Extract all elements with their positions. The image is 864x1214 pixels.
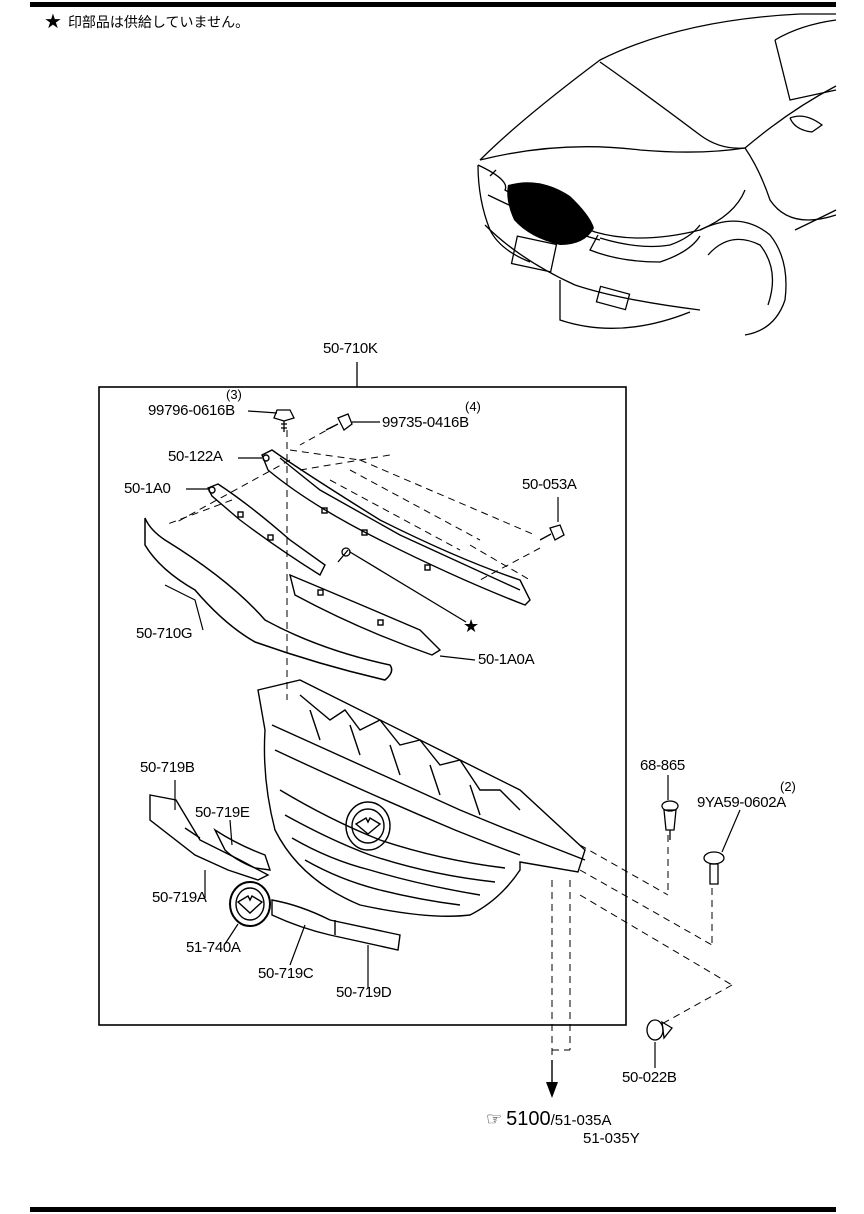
legend-note-text: 印部品は供給していません。	[67, 14, 250, 30]
assembly-frame	[98, 386, 627, 1026]
reference-sub2: 51-035Y	[583, 1130, 640, 1147]
label-99735-0416b: 99735-0416B	[382, 414, 469, 431]
radiator-grille-part	[257, 679, 586, 917]
star-marker-icon: ★	[463, 616, 479, 637]
grille-highlight	[507, 182, 594, 245]
label-50-719c: 50-719C	[258, 965, 314, 982]
pointing-hand-icon: ☞	[486, 1109, 503, 1129]
reference-sub1: /51-035A	[550, 1112, 612, 1129]
label-9ya59-0602a: 9YA59-0602A	[697, 794, 786, 811]
guide-lines	[164, 424, 733, 1060]
molding-pieces	[149, 794, 401, 951]
label-50-122a: 50-122A	[168, 448, 223, 465]
label-50-053a: 50-053A	[522, 476, 577, 493]
screw-99796-0616b	[273, 409, 295, 432]
reference-link[interactable]: ☞ 5100 /51-035A	[486, 1108, 612, 1131]
screw-99735-0416b	[325, 413, 353, 431]
qty-99735-0416b: (4)	[465, 399, 481, 414]
car-front-illustration	[477, 13, 837, 336]
star-icon: ★	[44, 11, 62, 33]
label-68-865: 68-865	[640, 757, 685, 774]
upper-molding-part	[144, 517, 393, 681]
emblem-part	[229, 881, 271, 927]
reference-arrow-icon	[546, 1060, 558, 1098]
bottom-border-bar	[30, 1207, 836, 1212]
screw-9ya59-0602a	[703, 851, 725, 885]
label-50-022b: 50-022B	[622, 1069, 677, 1086]
leader-lines	[164, 410, 741, 1068]
upper-reinforcement-part	[261, 449, 531, 606]
clip-68-865	[661, 800, 679, 840]
qty-99796-0616b: (3)	[226, 387, 242, 402]
left-bracket-part	[207, 483, 326, 577]
top-border-bar	[30, 2, 836, 7]
label-50-719a: 50-719A	[152, 889, 207, 906]
legend-note: ★ 印部品は供給していません。	[44, 12, 249, 32]
label-50-719d: 50-719D	[336, 984, 392, 1001]
clip-50-022b	[646, 1019, 673, 1041]
label-50-710g: 50-710G	[136, 625, 193, 642]
label-50-719e: 50-719E	[195, 804, 250, 821]
reference-main: 5100	[506, 1108, 551, 1130]
label-50-719b: 50-719B	[140, 759, 195, 776]
screw-50-053a	[539, 524, 565, 541]
label-50-1a0a: 50-1A0A	[478, 651, 535, 668]
clip-part	[337, 547, 467, 623]
label-50-710k: 50-710K	[323, 340, 378, 357]
label-51-740a: 51-740A	[186, 939, 241, 956]
label-99796-0616b: 99796-0616B	[148, 402, 235, 419]
qty-9ya59-0602a: (2)	[780, 779, 796, 794]
lower-bracket-part	[288, 573, 442, 656]
label-50-1a0: 50-1A0	[124, 480, 171, 497]
